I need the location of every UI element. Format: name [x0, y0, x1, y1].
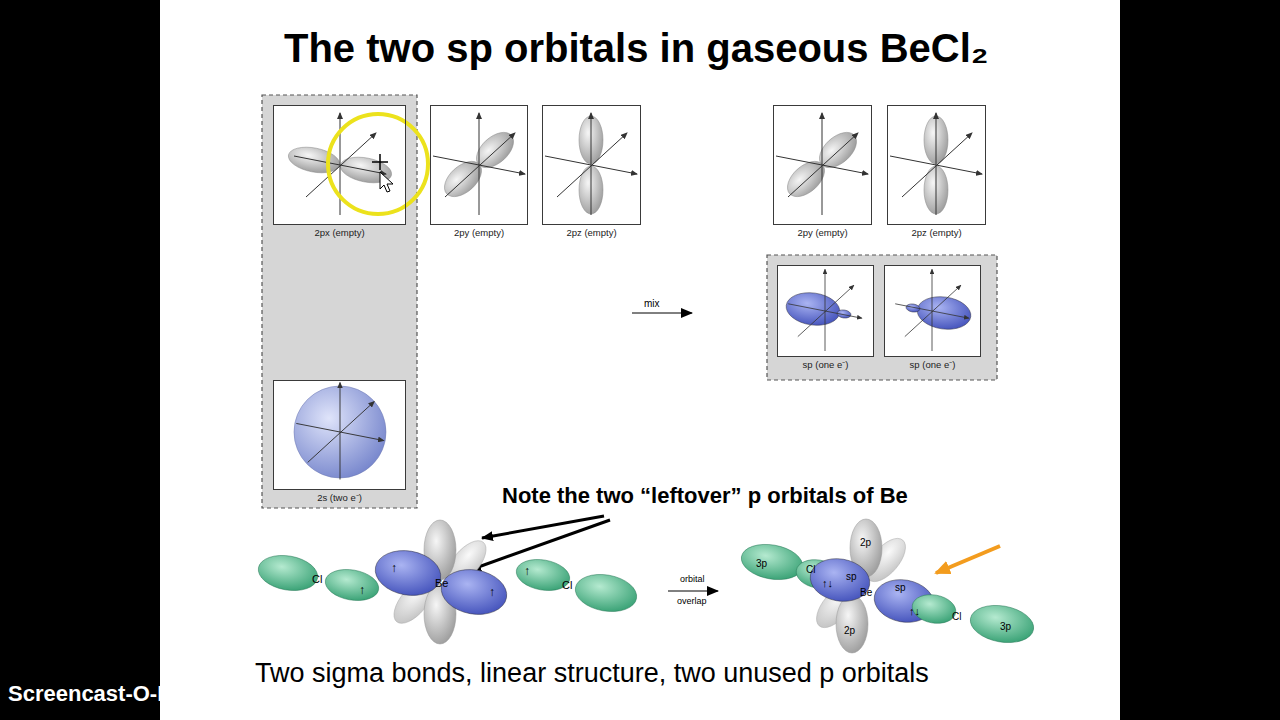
orbital-panel: 2s (two e⁻): [273, 380, 406, 490]
callout-note: Note the two “leftover” p orbitals of Be: [502, 484, 908, 508]
orbital-panel: 2py (empty): [773, 105, 872, 225]
cl-orbitals: [256, 551, 321, 595]
panel-ground: [273, 105, 406, 225]
bonded-molecule: [967, 601, 1036, 648]
py-orbital: [776, 113, 868, 215]
orbital-tag: ↑↓: [909, 605, 920, 617]
orbital-label: 2s (two e⁻): [317, 493, 362, 503]
px-orbital: [294, 113, 386, 215]
orbital-tag: ↑: [489, 586, 495, 599]
overlap-arrow: [668, 591, 718, 592]
mouse-cursor: [380, 172, 393, 192]
bonded-molecule: [739, 519, 1037, 653]
orbital-tag: ↑: [359, 584, 365, 597]
orbital-tag: Be: [435, 577, 448, 589]
cl-orbitals: [572, 570, 639, 616]
orbital-tag: Cl: [562, 579, 572, 591]
mix-arrow: [632, 313, 692, 314]
orbital-tag: Be: [860, 587, 872, 598]
orbital-tag: Cl: [312, 573, 322, 585]
sp-orbital: [895, 269, 969, 351]
slide-ground: [160, 0, 1120, 720]
highlight-circle: [328, 114, 428, 214]
orbital-panel: 2pz (empty): [887, 105, 986, 225]
be-orbitals: [438, 565, 511, 620]
orange-pointer: [936, 546, 1000, 573]
orbital-tag: sp: [846, 571, 857, 582]
orbital-tag: orbital: [680, 575, 705, 585]
sp-orbital: [788, 269, 862, 351]
slide-caption: Two sigma bonds, linear structure, two u…: [255, 659, 929, 689]
bonded-molecule: [836, 595, 868, 653]
orbital-tag: 3p: [1000, 621, 1011, 632]
orbital-tag: Cl: [952, 611, 961, 622]
orbital-tag: 2p: [860, 537, 871, 548]
sp-orbital: [895, 269, 973, 351]
orbital-panel: 2py (empty): [430, 105, 528, 225]
slide-title: The two sp orbitals in gaseous BeCl₂: [284, 26, 989, 70]
orbital-tag: sp: [895, 582, 906, 593]
dashed-group: [262, 95, 417, 508]
orbital-tag: overlap: [677, 597, 707, 607]
orbital-panel: sp (one e⁻): [777, 265, 874, 357]
orbital-tag: Cl: [806, 564, 815, 575]
py-orbital: [433, 113, 525, 215]
cl-orbitals: [256, 551, 382, 604]
panel-ground: [884, 265, 981, 357]
cl-orbitals: [514, 556, 640, 617]
orbital-tag: ↑↓: [822, 577, 833, 589]
orbital-panel: 2pz (empty): [542, 105, 641, 225]
be-orbitals: [372, 520, 511, 644]
bonded-molecule: [910, 591, 958, 626]
orbital-label: sp (one e⁻): [910, 360, 956, 370]
mouse-cursor: [372, 154, 393, 192]
orbital-label: 2px (empty): [314, 228, 364, 238]
orbital-tag: 3p: [756, 558, 767, 569]
panel-ground: [542, 105, 641, 225]
orbital-tag: 2p: [844, 625, 855, 636]
orbital-label: 2py (empty): [454, 228, 504, 238]
callout-arrow: [482, 516, 604, 538]
pz-orbital: [890, 113, 982, 215]
s-orbital: [294, 383, 386, 480]
pz-orbital: [890, 113, 982, 215]
orbital-label: 2py (empty): [797, 228, 847, 238]
orbital-panel: sp (one e⁻): [884, 265, 981, 357]
panel-ground: [777, 265, 874, 357]
cl-orbitals: [323, 566, 381, 605]
panel-ground: [430, 105, 528, 225]
orbital-label: sp (one e⁻): [803, 360, 849, 370]
panel-ground: [887, 105, 986, 225]
orbital-label: 2pz (empty): [566, 228, 616, 238]
panel-ground: [273, 105, 986, 490]
orbital-tag: ↑: [391, 562, 397, 575]
sp-orbital: [784, 269, 862, 351]
pz-orbital: [545, 113, 637, 215]
orbital-tag: ↑: [524, 565, 530, 578]
bonded-molecule: [807, 554, 873, 606]
bonded-molecule: [739, 540, 806, 584]
orbital-label: 2pz (empty): [911, 228, 961, 238]
py-orbital: [776, 113, 868, 215]
panel-ground: [273, 380, 406, 490]
pz-orbital: [545, 113, 637, 215]
dashed-group: [767, 255, 997, 380]
be-orbitals: [372, 546, 445, 601]
watermark: Screencast-O-Matic.com: [8, 682, 265, 706]
mouse-cursor: [372, 154, 388, 170]
orbital-tag: mix: [644, 298, 660, 309]
panel-ground: [773, 105, 872, 225]
orbital-panel: 2px (empty): [273, 105, 406, 225]
py-orbital: [433, 113, 525, 215]
s-orbital: [296, 383, 383, 480]
cl-orbitals: [514, 556, 572, 595]
px-orbital: [286, 113, 394, 215]
